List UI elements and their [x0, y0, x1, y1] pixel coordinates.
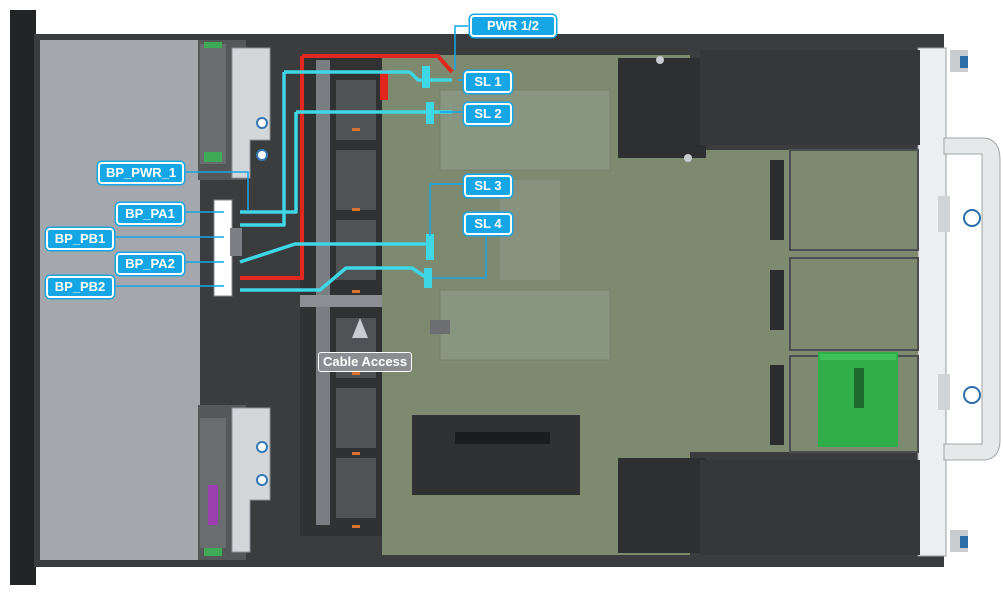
backplane-green-strip: [204, 152, 222, 162]
pcie-connector: [770, 365, 784, 445]
signal-cable-sl4: [240, 266, 431, 292]
sl3-connector: [426, 234, 434, 260]
fan-module: [336, 388, 376, 448]
backplane-green-strip: [204, 548, 222, 556]
sl2-connector: [426, 102, 434, 124]
sl1-connector: [422, 66, 430, 88]
drive-backplane: [40, 40, 200, 560]
riser-cage-bottom: [700, 460, 920, 555]
fan-module: [336, 458, 376, 518]
power-cable: [240, 56, 304, 280]
rear-handle: [943, 137, 1001, 461]
board-slot-frame: [412, 415, 580, 495]
fan-indicator: [352, 208, 360, 211]
power-connector: [380, 70, 388, 100]
leader-pwr: [454, 25, 468, 70]
riser-block: [618, 58, 706, 158]
backplane-connector-bottom: [200, 418, 226, 548]
fan-module: [336, 150, 376, 210]
fan-indicator: [352, 525, 360, 528]
callout-bp-pb1: BP_PB1: [46, 228, 114, 250]
callout-sl-3: SL 3: [464, 175, 512, 197]
thumbscrew-icon: [963, 386, 981, 404]
power-cable: [302, 54, 454, 74]
cable-channel-rail: [316, 60, 330, 525]
mounting-screw: [656, 56, 664, 64]
callout-sl-2: SL 2: [464, 103, 512, 125]
callout-bp-pb2: BP_PB2: [46, 276, 114, 298]
rear-latch-mid-1: [938, 196, 950, 232]
riser-block: [618, 458, 706, 553]
rear-latch-tab: [960, 536, 968, 548]
signal-cable-sl1: [240, 72, 286, 227]
riser-cage-top: [700, 50, 920, 145]
mounting-screw: [684, 154, 692, 162]
pcie-connector: [770, 160, 784, 240]
pcie-slot: [789, 257, 919, 351]
cable-access-arrow-icon: [352, 318, 368, 338]
leader-sl4: [432, 234, 487, 279]
pcie-slot: [789, 149, 919, 251]
rear-latch-mid-2: [938, 374, 950, 410]
fan-indicator: [352, 290, 360, 293]
dimm-bank: [439, 89, 611, 171]
backplane-port: [230, 228, 242, 256]
backplane-port-block: [213, 199, 233, 297]
pcie-connector: [770, 270, 784, 330]
latch-screw-icon: [256, 474, 268, 486]
rear-panel: [917, 47, 947, 557]
backplane-connector-top: [200, 44, 226, 164]
fan-indicator: [352, 452, 360, 455]
callout-bp-pa2: BP_PA2: [116, 253, 184, 275]
purple-connector: [208, 485, 218, 525]
callout-sl-1: SL 1: [464, 71, 512, 93]
callout-bp-pa1: BP_PA1: [116, 203, 184, 225]
latch-screw-icon: [256, 441, 268, 453]
drive-latch-top: [231, 47, 271, 179]
dimm-bank: [439, 289, 611, 361]
signal-cable-sl1: [408, 70, 452, 82]
signal-cable-sl2: [240, 112, 298, 214]
rear-latch-tab: [960, 56, 968, 68]
thumbscrew-icon: [963, 209, 981, 227]
callout-pwr-1-2: PWR 1/2: [470, 15, 556, 37]
fan-indicator: [352, 128, 360, 131]
latch-screw-icon: [256, 149, 268, 161]
latch-screw-icon: [256, 117, 268, 129]
board-bracket: [430, 320, 450, 334]
leader-bp-pwr-1: [178, 171, 249, 210]
sl4-connector: [424, 268, 432, 288]
callout-sl-4: SL 4: [464, 213, 512, 235]
riser-card-edge: [820, 354, 896, 360]
callout-bp-pwr-1: BP_PWR_1: [98, 162, 184, 184]
leader-sl3: [429, 183, 468, 236]
board-slot: [455, 432, 550, 444]
cable-access-label: Cable Access: [318, 352, 413, 372]
chassis-front-bezel: [10, 10, 36, 585]
riser-card-chip: [854, 368, 864, 408]
backplane-green-strip: [204, 42, 222, 48]
signal-cable-sl3: [239, 242, 430, 264]
fan-indicator: [352, 372, 360, 375]
